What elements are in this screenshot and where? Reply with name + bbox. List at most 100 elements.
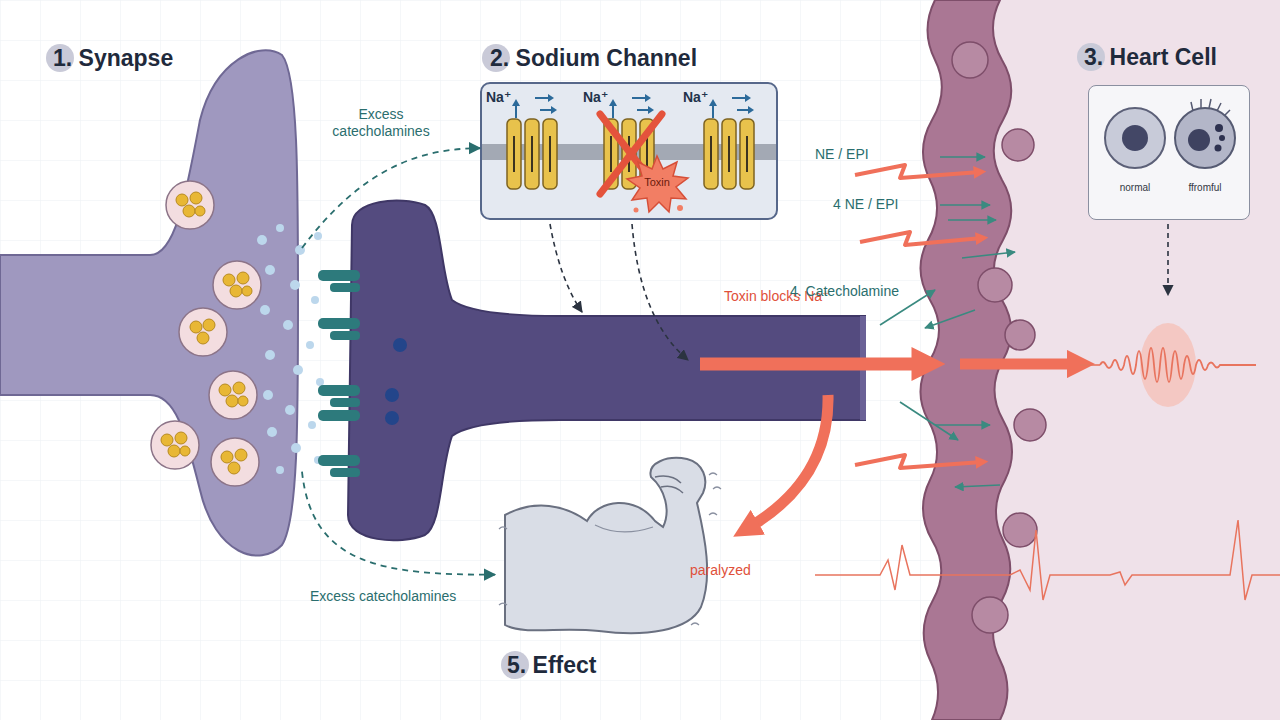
dashed-connector [302,472,495,575]
transmitter-dots [190,319,215,344]
edge-label: Excess catecholamines [310,588,456,605]
ion-flow-arrow [535,97,549,99]
vesicle-membrane [179,308,227,356]
bound-ligand [385,411,399,425]
transmitter-dot [237,272,249,284]
annotation: Toxin blocks Na⁺ [724,288,829,305]
channel-subunit [507,119,521,189]
edge-label: Excess catecholamines [325,106,437,140]
channel-subunit [740,119,754,189]
transmitter-particle [306,341,314,349]
transmitter-particle [260,305,270,315]
channel-subunit [722,119,736,189]
cell-nucleus [1122,125,1148,151]
annotation: 4 NE / EPI [833,196,898,213]
cell-granule [1215,124,1223,132]
effect-label: paralyzed [690,562,751,579]
panel-heading: 5. Effect [507,652,596,678]
wall-vesicle [952,42,988,78]
ion-flow-arrow [540,109,552,111]
arrow-head [648,106,654,114]
wall-vesicle [1014,409,1046,441]
vesicle-membrane [211,438,259,486]
sodium-channel-box: 2. Sodium ChannelToxin [480,82,778,220]
transmitter-particle [291,443,301,453]
dashed-pointer [550,224,582,312]
released-transmitter [257,224,324,474]
damaged-cell: ffromful [1171,96,1239,208]
transmitter-dot [203,319,215,331]
wall-vesicles [952,42,1046,633]
wall-vesicle [1002,129,1034,161]
arrow-head [745,94,751,102]
muscle-line [595,525,653,532]
transmitter-dot [190,321,202,333]
synapse-terminal: 1. Synapse [40,40,302,560]
transmitter-dots [176,192,205,217]
vesicle-membrane [213,261,261,309]
signal-arrow [960,359,1078,370]
toxin-label: Toxin [622,176,692,189]
transport-arrow [925,310,975,328]
channel-pore-line [728,136,730,172]
transport-arrow [880,290,935,325]
receptor [318,385,360,396]
cell-label: ffromful [1171,182,1239,194]
ion-flow-arrow [737,109,749,111]
transmitter-particle [276,466,284,474]
ion-flow-arrow [637,109,649,111]
transport-arrow [940,204,990,206]
transmitter-particle [285,405,295,415]
transmitter-dot [223,274,235,286]
transmitter-dot [235,449,247,461]
transmitter-dots [221,449,247,474]
transmitter-dot [183,205,195,217]
muscle-effect: paralyzed5. Effect [495,455,770,645]
flexed-arm [505,458,707,633]
transport-arrow [940,156,985,158]
dashed-pointer [1167,224,1169,295]
transmitter-dot [233,382,245,394]
wall-vesicle [978,268,1012,302]
transmitter-particle [316,378,324,386]
transmitter-particle [265,265,275,275]
channel-pore-line [549,136,551,172]
transmitter-dot [180,446,190,456]
annotation: NE / EPI [815,146,869,163]
ion-flow-arrow [732,97,746,99]
muscle-illustration [495,455,770,645]
toxin-drop [677,205,683,211]
bolt-arrow [855,165,980,178]
vesicle-membrane [166,181,214,229]
transmitter-dot [161,434,173,446]
transmitter-dot [242,286,252,296]
vesicle [213,261,261,309]
bound-ligand [393,338,407,352]
transmitter-particle [276,224,284,232]
cell-nucleus [1188,129,1210,151]
ion-flow-arrow [515,104,517,118]
signal-arrow [700,358,925,371]
dashed-connector [302,148,480,248]
transmitter-dot [221,451,233,463]
channel-pore-line [746,136,748,172]
panel-heading: 3. Heart Cell [1084,44,1217,70]
callout-label: 4. Catecholamine [790,283,899,300]
transmitter-dot [168,445,180,457]
arrow-head [645,94,651,102]
channel-subunit [525,119,539,189]
transmitter-dots [223,272,252,297]
transport-arrow [948,219,996,221]
panel-heading: 1. Synapse [53,45,173,71]
transmitter-dot [195,206,205,216]
transmitter-particle [265,350,275,360]
effect-arrow [748,395,828,528]
transmitter-dot [197,332,209,344]
transport-arrows [880,157,1015,487]
receptor [330,283,360,292]
transmitter-dot [230,285,242,297]
vesicle [166,181,214,229]
cell-granule [1215,145,1222,152]
